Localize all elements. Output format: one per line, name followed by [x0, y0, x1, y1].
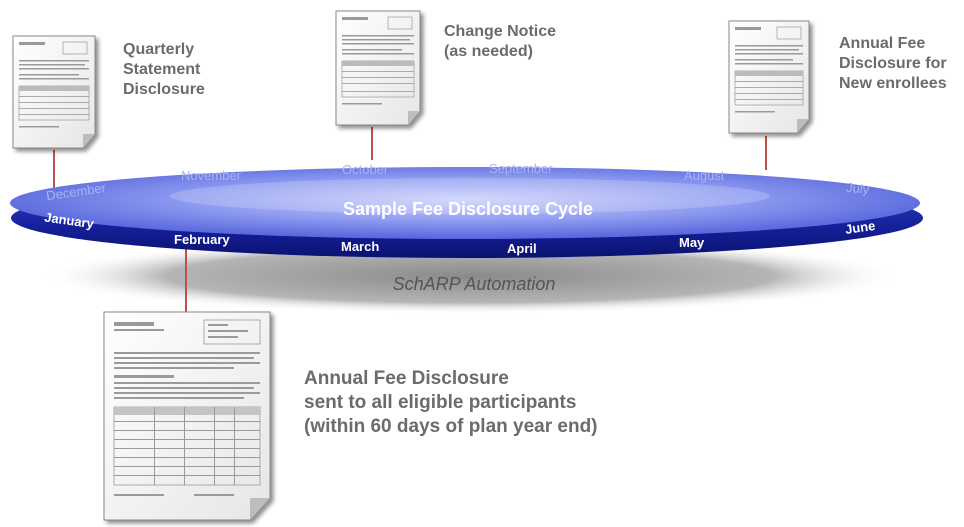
month-april: April: [507, 241, 537, 256]
month-july: July: [845, 180, 870, 197]
document-annual-new: [728, 20, 810, 134]
month-march: March: [341, 239, 379, 254]
month-november: November: [181, 168, 242, 183]
month-august: August: [684, 168, 725, 183]
month-june: June: [844, 218, 876, 237]
label-change: Change Notice (as needed): [444, 23, 557, 60]
label-quarterly: Quarterly Statement Disclosure: [123, 41, 205, 98]
cycle-disc: [10, 167, 923, 258]
month-october: October: [342, 162, 389, 177]
document-change: [335, 10, 421, 126]
document-quarterly: [12, 35, 96, 149]
diagram-title: Sample Fee Disclosure Cycle: [343, 199, 593, 219]
label-annual-all: Annual Fee Disclosure sent to all eligib…: [304, 368, 598, 437]
label-annual-new: Annual Fee Disclosure for New enrollees: [839, 35, 947, 92]
month-may: May: [679, 235, 705, 250]
month-september: September: [489, 161, 553, 176]
month-january: January: [43, 209, 95, 231]
ellipse-shadow: [38, 238, 902, 314]
month-february: February: [174, 232, 230, 247]
document-annual-all: [103, 311, 271, 521]
connector-lines: [53, 127, 767, 312]
disc-top: [10, 167, 920, 239]
diagram-subtitle: SchARP Automation: [393, 274, 556, 294]
disc-top-highlight: [170, 178, 770, 214]
